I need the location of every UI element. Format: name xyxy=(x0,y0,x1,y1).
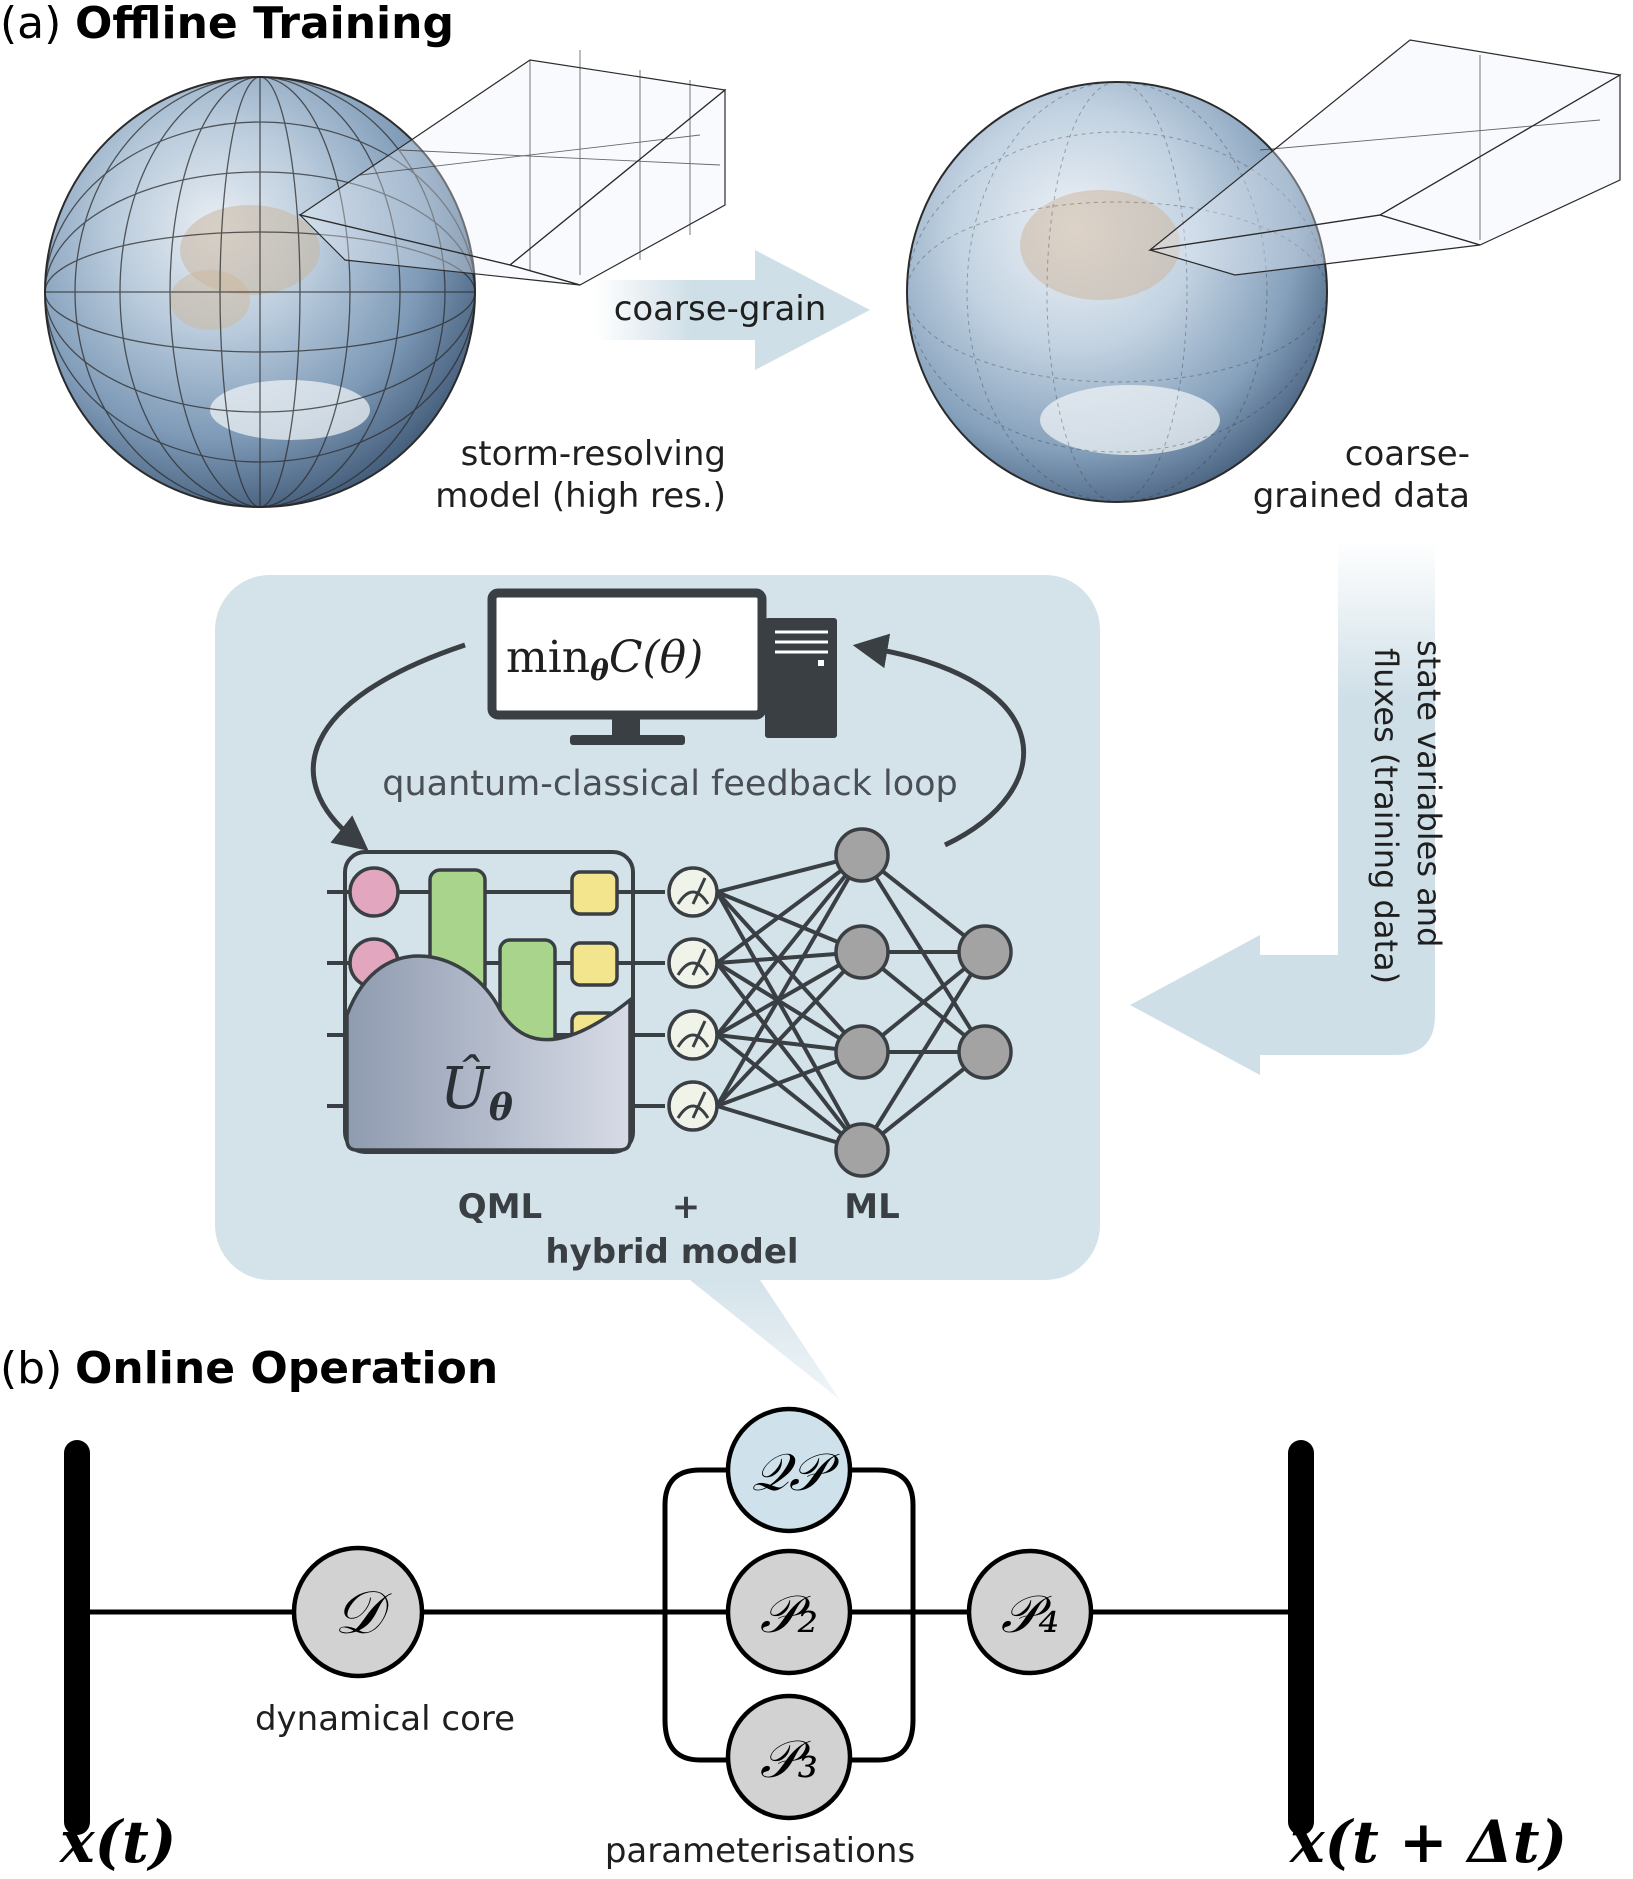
p3-node-symbol: 𝒫₃ xyxy=(760,1730,818,1790)
node-p4: 𝒫₄ xyxy=(966,1548,1094,1676)
state-start-label: x(t) xyxy=(58,1808,176,1876)
globe-left-caption-2: model (high res.) xyxy=(435,476,726,516)
plus-label: + xyxy=(672,1187,701,1227)
monitor-formula: minθC(θ) xyxy=(506,632,703,687)
param-caption: parameterisations xyxy=(605,1831,915,1871)
node-qp: 𝒬𝒫 xyxy=(725,1406,853,1534)
node-p3: 𝒫₃ xyxy=(725,1693,853,1821)
vertical-label-1: state variables and xyxy=(1410,640,1448,947)
dyn-caption: dynamical core xyxy=(255,1699,515,1739)
qp-node-symbol: 𝒬𝒫 xyxy=(752,1443,840,1503)
vertical-label-2: fluxes (training data) xyxy=(1367,648,1405,984)
coarse-grain-arrow: coarse-grain xyxy=(595,250,870,370)
globe-coarse xyxy=(906,39,1622,503)
globe-right-caption-2: grained data xyxy=(1253,476,1470,516)
training-data-arrow: state variables and fluxes (training dat… xyxy=(1130,540,1448,1075)
node-p2: 𝒫₂ xyxy=(725,1548,853,1676)
server-icon xyxy=(765,618,837,738)
panel-b-label: (b) xyxy=(0,1343,62,1394)
p4-node-symbol: 𝒫₄ xyxy=(1001,1585,1059,1645)
timeline xyxy=(64,1440,1314,1835)
hybrid-model-label: hybrid model xyxy=(545,1232,798,1272)
loop-label: quantum-classical feedback loop xyxy=(382,764,957,804)
coarse-grain-label: coarse-grain xyxy=(614,289,827,329)
loop-arrow-left xyxy=(310,642,466,851)
p2-node-symbol: 𝒫₂ xyxy=(760,1585,818,1645)
panel-a-title: Offline Training xyxy=(75,0,454,49)
quantum-circuit xyxy=(327,850,665,1154)
loop-arrow-right xyxy=(852,633,1027,848)
globe-right-caption-1: coarse- xyxy=(1345,434,1470,474)
unitary-symbol: Ûθ xyxy=(440,1054,513,1129)
monitor-icon xyxy=(487,588,767,745)
qml-label: QML xyxy=(458,1187,542,1227)
node-dynamical-core: 𝒟 xyxy=(291,1545,425,1679)
neural-network xyxy=(715,827,1013,1178)
ml-label: ML xyxy=(844,1187,900,1227)
panel-b-title: Online Operation xyxy=(75,1343,498,1394)
globe-left-caption-1: storm-resolving xyxy=(461,434,726,474)
panel-a-label: (a) xyxy=(0,0,61,49)
globe-high-res xyxy=(44,50,727,508)
measurement-icons xyxy=(667,866,719,1132)
state-end-label: x(t + Δt) xyxy=(1288,1808,1567,1876)
